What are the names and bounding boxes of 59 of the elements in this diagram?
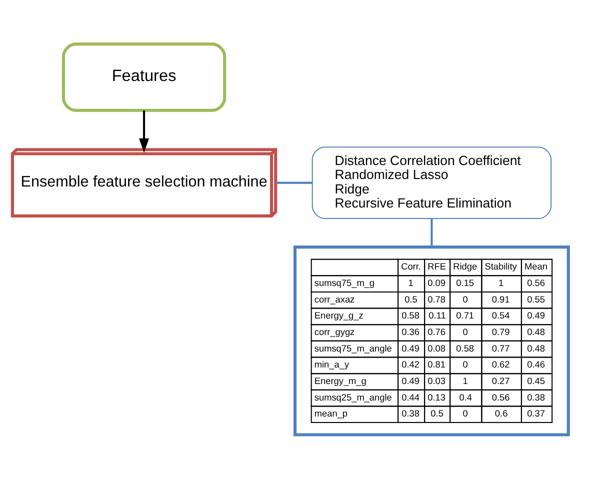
label: 0.78 <box>428 294 446 304</box>
label: 0 <box>462 294 468 304</box>
label: 0.38 <box>402 408 420 419</box>
label: 0.03 <box>428 376 446 386</box>
label: 0.11 <box>428 310 446 321</box>
label: 0.5 <box>404 294 418 304</box>
label: mean_p <box>314 408 348 419</box>
label: 0.45 <box>527 376 545 386</box>
label: 0.08 <box>428 343 446 354</box>
label: RFE <box>428 262 446 272</box>
label: corr_axaz <box>314 294 355 304</box>
label: 0.79 <box>492 327 510 337</box>
label: Ridge <box>453 262 478 272</box>
label: 0.48 <box>527 327 545 337</box>
label: 0.36 <box>402 327 420 337</box>
label: Energy_g_z <box>314 310 364 321</box>
label: 0.81 <box>428 360 446 370</box>
label: 0.4 <box>459 392 472 402</box>
label: 0.55 <box>527 294 545 304</box>
label: 0.15 <box>456 278 474 288</box>
label: 0.38 <box>527 392 545 402</box>
label: 0.56 <box>527 278 545 288</box>
label: 1 <box>408 278 414 288</box>
label: Stability <box>484 262 517 272</box>
label: 0.46 <box>527 360 545 370</box>
label: Mean <box>524 262 548 272</box>
label: 0.91 <box>492 294 510 304</box>
label: 0.37 <box>527 408 545 419</box>
label: 0.77 <box>492 343 510 354</box>
label: 0.5 <box>430 408 444 419</box>
label: 0.09 <box>428 278 446 288</box>
label: 0.71 <box>456 310 474 321</box>
label: 0.58 <box>456 343 474 354</box>
label: sumsq75_m_angle <box>314 343 392 354</box>
label: 0.42 <box>402 360 420 370</box>
label: 0.49 <box>527 310 545 321</box>
label: 0.54 <box>492 310 510 321</box>
label: corr_gygz <box>314 327 355 337</box>
label: 0.44 <box>402 392 420 402</box>
label: 0.62 <box>492 360 510 370</box>
label: 0.49 <box>402 376 420 386</box>
label: 0 <box>462 408 468 419</box>
label: min_a_y <box>314 360 350 370</box>
label: sumsq75_m_g <box>314 278 375 288</box>
label: 0 <box>462 360 468 370</box>
label: 0.6 <box>494 408 508 419</box>
label: Energy_m_g <box>314 376 366 386</box>
label: 0.58 <box>402 310 420 321</box>
label: 1 <box>498 278 504 288</box>
label: 0.13 <box>428 392 446 402</box>
label: 0.56 <box>492 392 510 402</box>
label: sumsq25_m_angle <box>314 392 392 402</box>
label: 0.27 <box>492 376 510 386</box>
label: 0.48 <box>527 343 545 354</box>
label: 0.49 <box>402 343 420 354</box>
label: 0 <box>462 327 468 337</box>
label: 1 <box>462 376 468 386</box>
label: Corr. <box>401 262 421 272</box>
label: 0.76 <box>428 327 446 337</box>
